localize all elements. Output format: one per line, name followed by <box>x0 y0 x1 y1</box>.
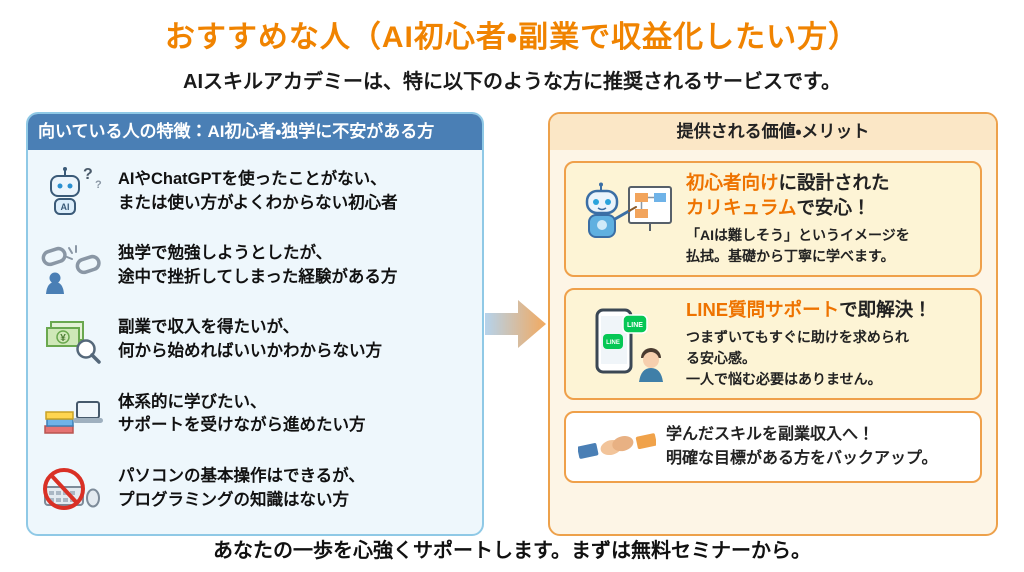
list-item: 独学で勉強しようとしたが、 途中で挫折してしまった経験がある方 <box>38 237 474 295</box>
card-title: 初心者向けに設計された カリキュラムで安心！ <box>686 171 910 221</box>
target-audience-list: ? ? AI AIやChatGPTを使ったことがない、 <box>28 150 482 534</box>
card-body-line: 「AIは難しそう」というイメージを <box>686 227 910 244</box>
benefit-card-curriculum: 初心者向けに設計された カリキュラムで安心！ 「AIは難しそう」というイメージを… <box>564 161 982 278</box>
handshake-icon <box>578 421 656 473</box>
robot-teacher-icon <box>578 180 676 258</box>
card-body: 「AIは難しそう」というイメージを 払拭。基礎から丁寧に学べます。 <box>686 225 910 267</box>
card-text: 初心者向けに設計された カリキュラムで安心！ 「AIは難しそう」というイメージを… <box>686 171 910 267</box>
item-line-2: 途中で挫折してしまった経験がある方 <box>118 267 398 286</box>
card-body-line: 一人で悩む必要はありません。 <box>686 371 882 388</box>
item-text: パソコンの基本操作はできるが、 プログラミングの知識はない方 <box>118 465 365 513</box>
money-search-icon: ¥ <box>38 311 106 369</box>
target-audience-panel-header: 向いている人の特徴：AI初心者・独学に不安がある方 <box>28 114 482 151</box>
books-study-icon <box>38 385 106 443</box>
card-body-line: つまずいてもすぐに助けを求められ <box>686 329 909 346</box>
benefit-card-side-income: 学んだスキルを副業収入へ！ 明確な目標がある方をバックアップ。 <box>564 411 982 484</box>
list-item: ? ? AI AIやChatGPTを使ったことがない、 <box>38 163 474 221</box>
item-text: 体系的に学びたい、 サポートを受けながら進めたい方 <box>118 391 366 439</box>
main-content: 向いている人の特徴：AI初心者・独学に不安がある方 ? ? <box>26 112 998 536</box>
card-title-highlight: LINE質問サポート <box>686 299 840 321</box>
broken-chain-icon <box>38 237 106 295</box>
card-title-text: で安心！ <box>796 197 871 219</box>
benefits-card-list: 初心者向けに設計された カリキュラムで安心！ 「AIは難しそう」というイメージを… <box>550 150 996 534</box>
item-line-2: プログラミングの知識はない方 <box>118 490 349 509</box>
list-item: パソコンの基本操作はできるが、 プログラミングの知識はない方 <box>38 460 474 518</box>
transition-arrow-icon <box>484 112 548 536</box>
item-text: 独学で勉強しようとしたが、 途中で挫折してしまった経験がある方 <box>118 242 397 290</box>
svg-text:LINE: LINE <box>627 322 643 329</box>
svg-text:LINE: LINE <box>606 340 620 346</box>
item-line-1: 副業で収入を得たいが、 <box>118 318 300 337</box>
card-title-highlight: 初心者向け <box>686 172 779 194</box>
svg-text:?: ? <box>83 166 93 183</box>
card-text: LINE質問サポートで即解決！ つまずいてもすぐに助けを求められ る安心感。 一… <box>686 298 932 390</box>
card-title: LINE質問サポートで即解決！ <box>686 298 932 323</box>
item-line-2: または使い方がよくわからない初心者 <box>118 193 398 212</box>
svg-text:¥: ¥ <box>60 333 66 344</box>
item-line-1: 体系的に学びたい、 <box>118 392 267 411</box>
svg-text:?: ? <box>95 179 102 191</box>
line-support-icon: LINE LINE <box>578 305 676 383</box>
benefits-panel-header: 提供される価値・メリット <box>550 114 996 151</box>
card-body: つまずいてもすぐに助けを求められ る安心感。 一人で悩む必要はありません。 <box>686 327 932 390</box>
benefit-card-line-support: LINE LINE LINE質問サポートで即解決！ <box>564 288 982 401</box>
item-text: AIやChatGPTを使ったことがない、 または使い方がよくわからない初心者 <box>118 168 398 216</box>
list-item: ¥ 副業で収入を得たいが、 何から始めればいいかわからない方 <box>38 311 474 369</box>
page-subtitle: AIスキルアカデミーは、特に以下のような方に推奨されるサービスです。 <box>183 71 841 93</box>
no-programming-icon <box>38 460 106 518</box>
card-body-line: 払拭。基礎から丁寧に学べます。 <box>686 248 895 265</box>
card-text: 学んだスキルを副業収入へ！ 明確な目標がある方をバックアップ。 <box>666 423 938 471</box>
card-body-line: る安心感。 <box>686 350 756 367</box>
card-line-2: 明確な目標がある方をバックアップ。 <box>666 450 938 468</box>
benefits-panel: 提供される価値・メリット <box>548 112 998 536</box>
item-line-1: 独学で勉強しようとしたが、 <box>118 243 333 262</box>
target-audience-panel: 向いている人の特徴：AI初心者・独学に不安がある方 ? ? <box>26 112 484 536</box>
item-text: 副業で収入を得たいが、 何から始めればいいかわからない方 <box>118 316 382 364</box>
robot-question-icon: ? ? AI <box>38 163 106 221</box>
item-line-2: サポートを受けながら進めたい方 <box>118 416 366 435</box>
item-line-2: 何から始めればいいかわからない方 <box>118 342 382 361</box>
card-line-1: 学んだスキルを副業収入へ！ <box>666 426 875 444</box>
list-item: 体系的に学びたい、 サポートを受けながら進めたい方 <box>38 385 474 443</box>
page-title: おすすめな人（AI初心者・副業で収益化したい方） <box>164 21 860 54</box>
footer-note: あなたの一歩を心強くサポートします。まずは無料セミナーから。 <box>213 540 811 562</box>
card-title-highlight: カリキュラム <box>686 197 797 219</box>
card-title-text: に設計された <box>778 172 890 194</box>
card-title-text: で即解決！ <box>839 299 932 321</box>
svg-text:AI: AI <box>61 202 70 212</box>
item-line-1: AIやChatGPTを使ったことがない、 <box>118 169 387 188</box>
item-line-1: パソコンの基本操作はできるが、 <box>118 466 365 485</box>
